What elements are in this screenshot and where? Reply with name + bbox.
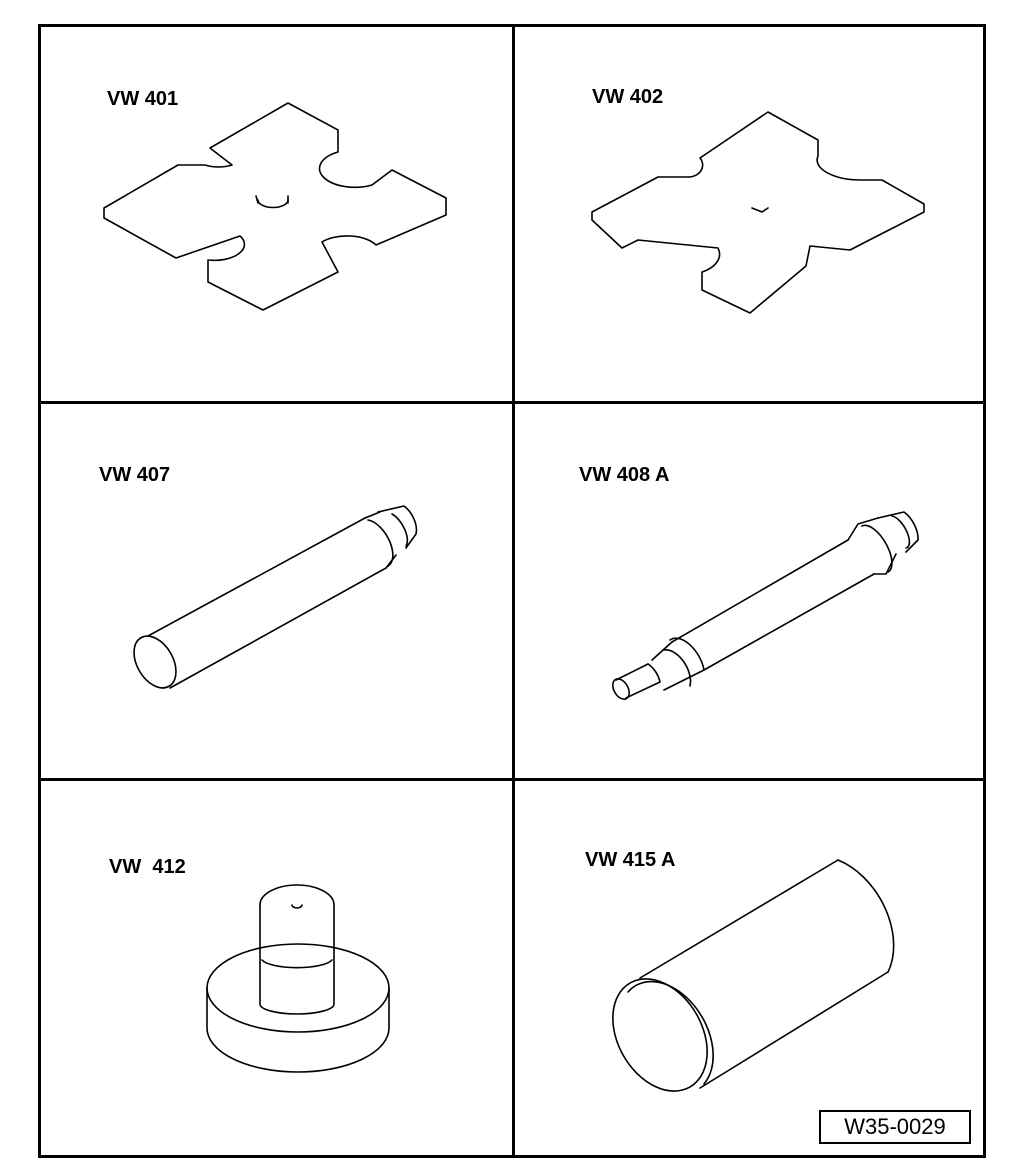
tool-label-vw415a: VW 415 A	[585, 849, 676, 871]
tool-vw401-drawing	[103, 102, 447, 311]
tool-label-vw401: VW 401	[107, 88, 179, 110]
tool-vw402-drawing	[591, 111, 925, 314]
tool-label-vw407: VW 407	[99, 464, 171, 486]
tool-vw408a-drawing	[612, 511, 919, 700]
figure-reference-box: W35-0029	[819, 1110, 971, 1144]
tool-label-vw402: VW 402	[592, 86, 664, 108]
grid-divider-row-1	[41, 401, 983, 404]
grid-divider-row-2	[41, 778, 983, 781]
tool-vw407-drawing	[133, 505, 418, 689]
tool-vw412-drawing	[206, 884, 390, 1073]
tool-label-vw412: VW 412	[109, 856, 186, 878]
tool-label-vw408a: VW 408 A	[579, 464, 670, 486]
grid-divider-vertical	[512, 27, 515, 1155]
tool-vw415a-drawing	[612, 859, 895, 1092]
tool-grid	[38, 24, 986, 1158]
